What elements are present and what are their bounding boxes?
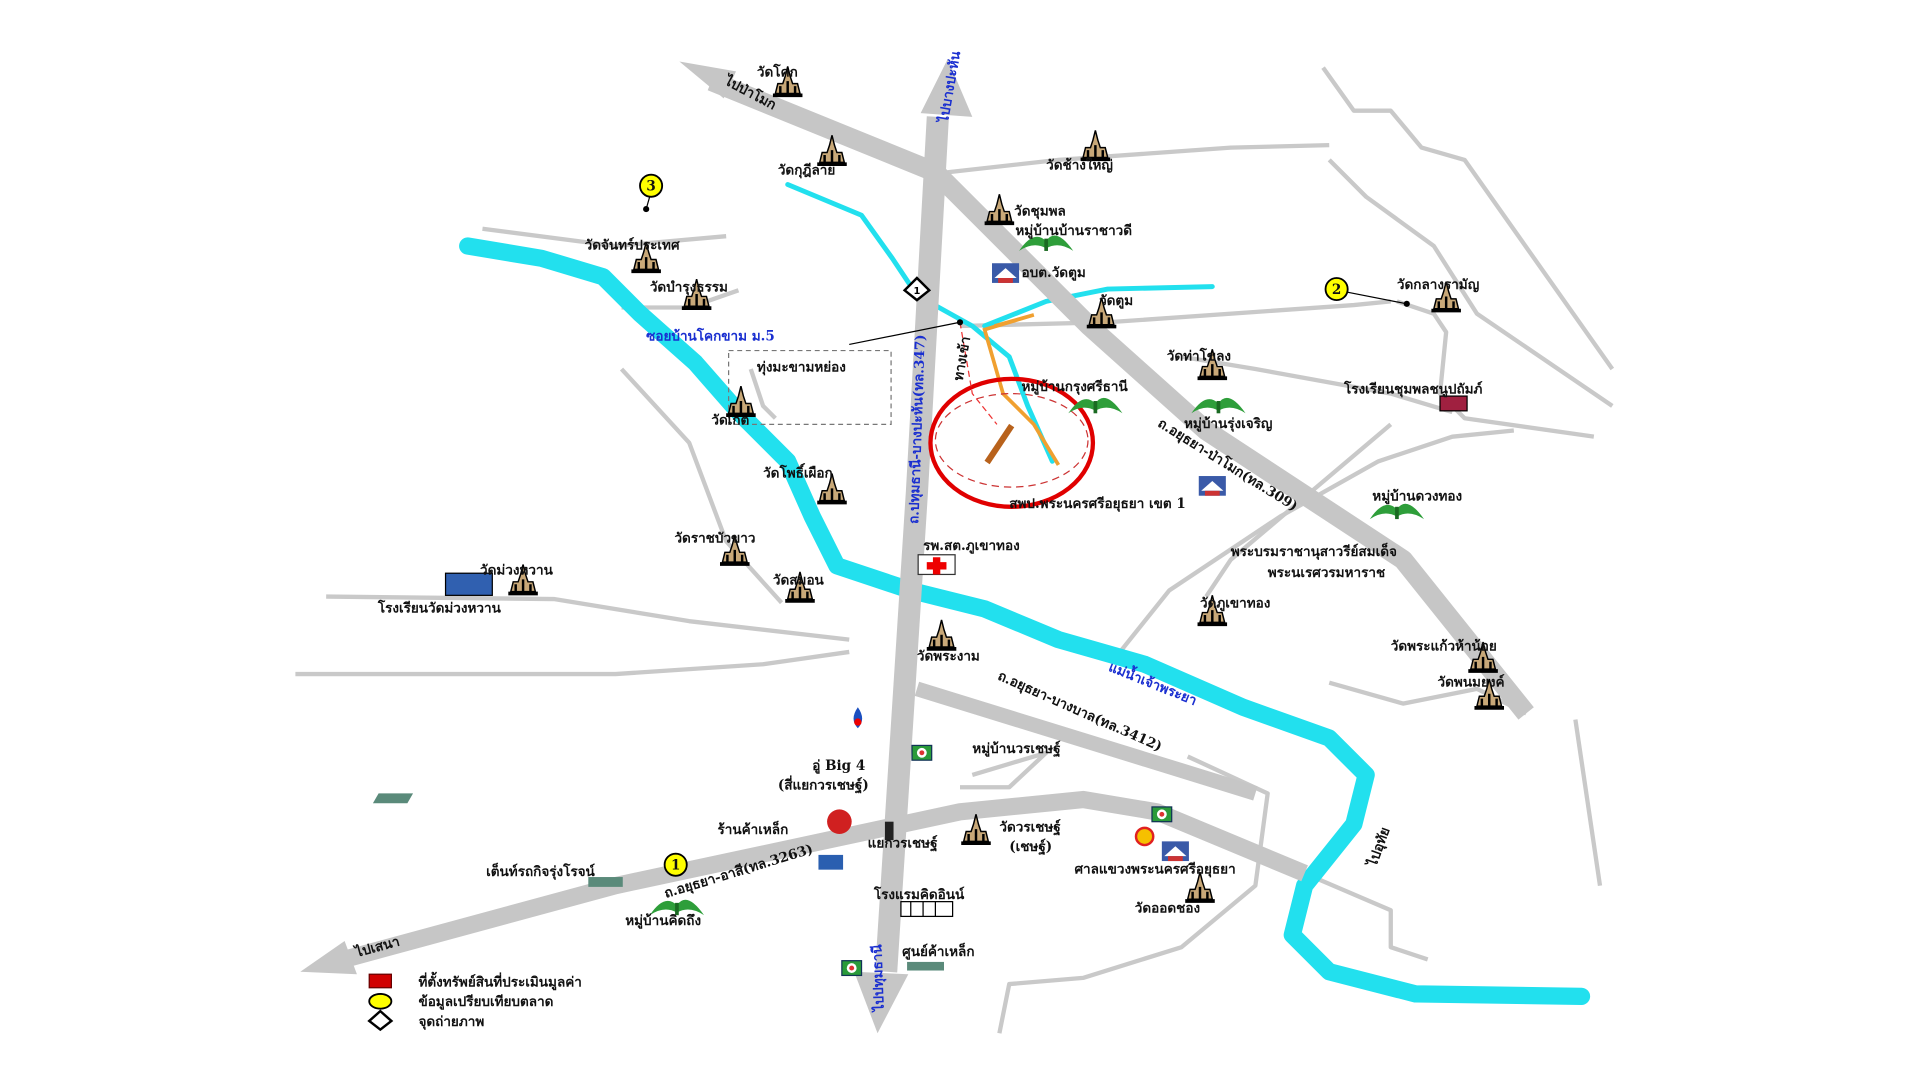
map-label: วัดวรเชษฐ์ [999, 819, 1061, 837]
map-label: แยกวรเชษฐ์ [868, 835, 938, 853]
map-label: เต็นท์รถกิจรุ่งโรจน์ [486, 862, 595, 880]
map-label: หมู่บ้านบ้านราชาวดี [1015, 223, 1132, 239]
map-label: หมู่บ้านดวงทอง [1372, 489, 1462, 505]
warehouse-icon [372, 793, 414, 804]
map-label: (สี่แยกวรเชษฐ์) [778, 775, 869, 795]
main-roads [300, 59, 1534, 1034]
warehouse-icon-3 [907, 961, 944, 971]
map-label: วัดพระงาม [917, 649, 980, 665]
place-labels: วัดโคก วัดกุฎีลาย วัดช้างใหญ่ วัดชุมพล ห… [377, 62, 1505, 959]
map-label: อู่ Big 4 [812, 758, 865, 774]
map-label: โรงเรียนชุมพลชนูปถัมภ์ [1343, 380, 1483, 398]
shell-icon [1134, 826, 1155, 847]
map-label: วัดสมอน [773, 572, 825, 588]
map-label: วัดบำรุงธรรม [650, 280, 728, 296]
subject-property-marker [728, 319, 1096, 509]
market-marker-1[interactable]: 1 [663, 852, 688, 877]
map-label: ศาลแขวงพระนครศรีอยุธยา [1074, 861, 1235, 877]
map-label: วัดชุมพล [1014, 203, 1066, 219]
market-marker-2[interactable]: 2 [1324, 277, 1410, 307]
map-label: วัดเกต [711, 412, 749, 428]
map-label: โรงแรมคิดอินน์ [873, 885, 965, 903]
bank-icon [818, 854, 844, 870]
map-label: วัดพระแก้วห้าน้อย [1391, 639, 1497, 655]
map-label: พระบรมราชานุสาวรีย์สมเด็จ [1231, 542, 1397, 560]
map-label: หมู่บ้านรุ่งเจริญ [1184, 416, 1272, 432]
access-road-label: ทางเข้า [951, 335, 974, 382]
warehouse-icon-2 [588, 877, 623, 887]
hotel-icon [900, 901, 954, 918]
road-347-label: ถ.ปทุมธานี-บางปะหัน(ทล.347) [906, 334, 929, 524]
map-label: พระนเรศวรมหาราช [1268, 565, 1385, 581]
map-legend: ที่ตั้งทรัพย์สินที่ประเมินมูลค่า ข้อมูลเ… [367, 972, 582, 1032]
map-label: 1 [671, 858, 680, 874]
red-cross-icon [926, 557, 947, 575]
map-label: อบต.วัดตูม [1022, 265, 1086, 281]
shop-icon [827, 809, 852, 834]
map-label: วัดโคก [757, 62, 798, 80]
map-label: วัดออดชอง [1135, 901, 1200, 917]
photo-point-1[interactable]: 1 [902, 276, 932, 302]
map-label: (เชษฐ์) [1009, 838, 1052, 856]
map-label: ศูนย์ค้าเหล็ก [902, 942, 974, 960]
direction-pathum: ไปปทุมธานี [868, 943, 887, 1013]
map-label: วัดกลางรามัญ [1397, 277, 1479, 293]
school-icon-chum [1439, 395, 1468, 412]
minor-roads [295, 66, 1615, 1034]
map-label: ข้อมูลเปรียบเทียบตลาด [418, 994, 553, 1010]
map-label: โรงเรียนวัดม่วงหวาน [377, 599, 502, 617]
map-label: 3 [646, 179, 655, 195]
traffic-light-icon [884, 821, 894, 841]
map-label: หมู่บ้านคิดถึง [625, 913, 701, 929]
map-label: วัดราชบัวขาว [674, 530, 755, 546]
map-label: วัดช้างใหญ่ [1046, 157, 1113, 174]
map-label: หมู่บ้านกรุงศรีธานี [1022, 379, 1129, 395]
map-label: จุดถ่ายภาพ [418, 1014, 484, 1030]
market-marker-3[interactable]: 3 [639, 173, 664, 213]
map-label: วัดกุฎีลาย [778, 163, 836, 179]
map-label: วัดโพธิ์เผือก [763, 462, 833, 481]
subject-legend-icon [368, 973, 392, 989]
map-label: วัดพนมยงค์ [1438, 673, 1505, 690]
direction-uthai: ไปอุทัย [1363, 825, 1393, 871]
map-label: วัดตูม [1099, 293, 1133, 309]
map-label: สพป.พระนครศรีอยุธยา เขต 1 [1009, 496, 1186, 512]
map-label: วัดภูเขาทอง [1200, 596, 1270, 612]
map-label: ที่ตั้งทรัพย์สินที่ประเมินมูลค่า [418, 972, 581, 991]
map-label: วัดจันทร์ประเทศ [585, 237, 680, 254]
map-label: วัดท่าโขลง [1167, 346, 1231, 364]
market-legend-icon [368, 992, 393, 1010]
map-label: 1 [914, 286, 921, 297]
facility-icons [372, 263, 1468, 977]
map-label: ร้านค้าเหล็ก [718, 820, 789, 838]
map-label: 2 [1332, 282, 1341, 298]
soi-label: ซอยบ้านโคกขาม ม.5 [646, 327, 775, 345]
school-icon-muang [444, 572, 493, 596]
map-label: ทุ่งมะขามหย่อง [757, 359, 846, 375]
map-label: หมู่บ้านวรเชษฐ์ [972, 740, 1061, 758]
map-label: วัดม่วงหวาน [480, 562, 554, 578]
photo-legend-icon [367, 1009, 394, 1032]
map-label: รพ.สต.ภูเขาทอง [923, 538, 1020, 554]
rivers [459, 182, 1591, 1005]
